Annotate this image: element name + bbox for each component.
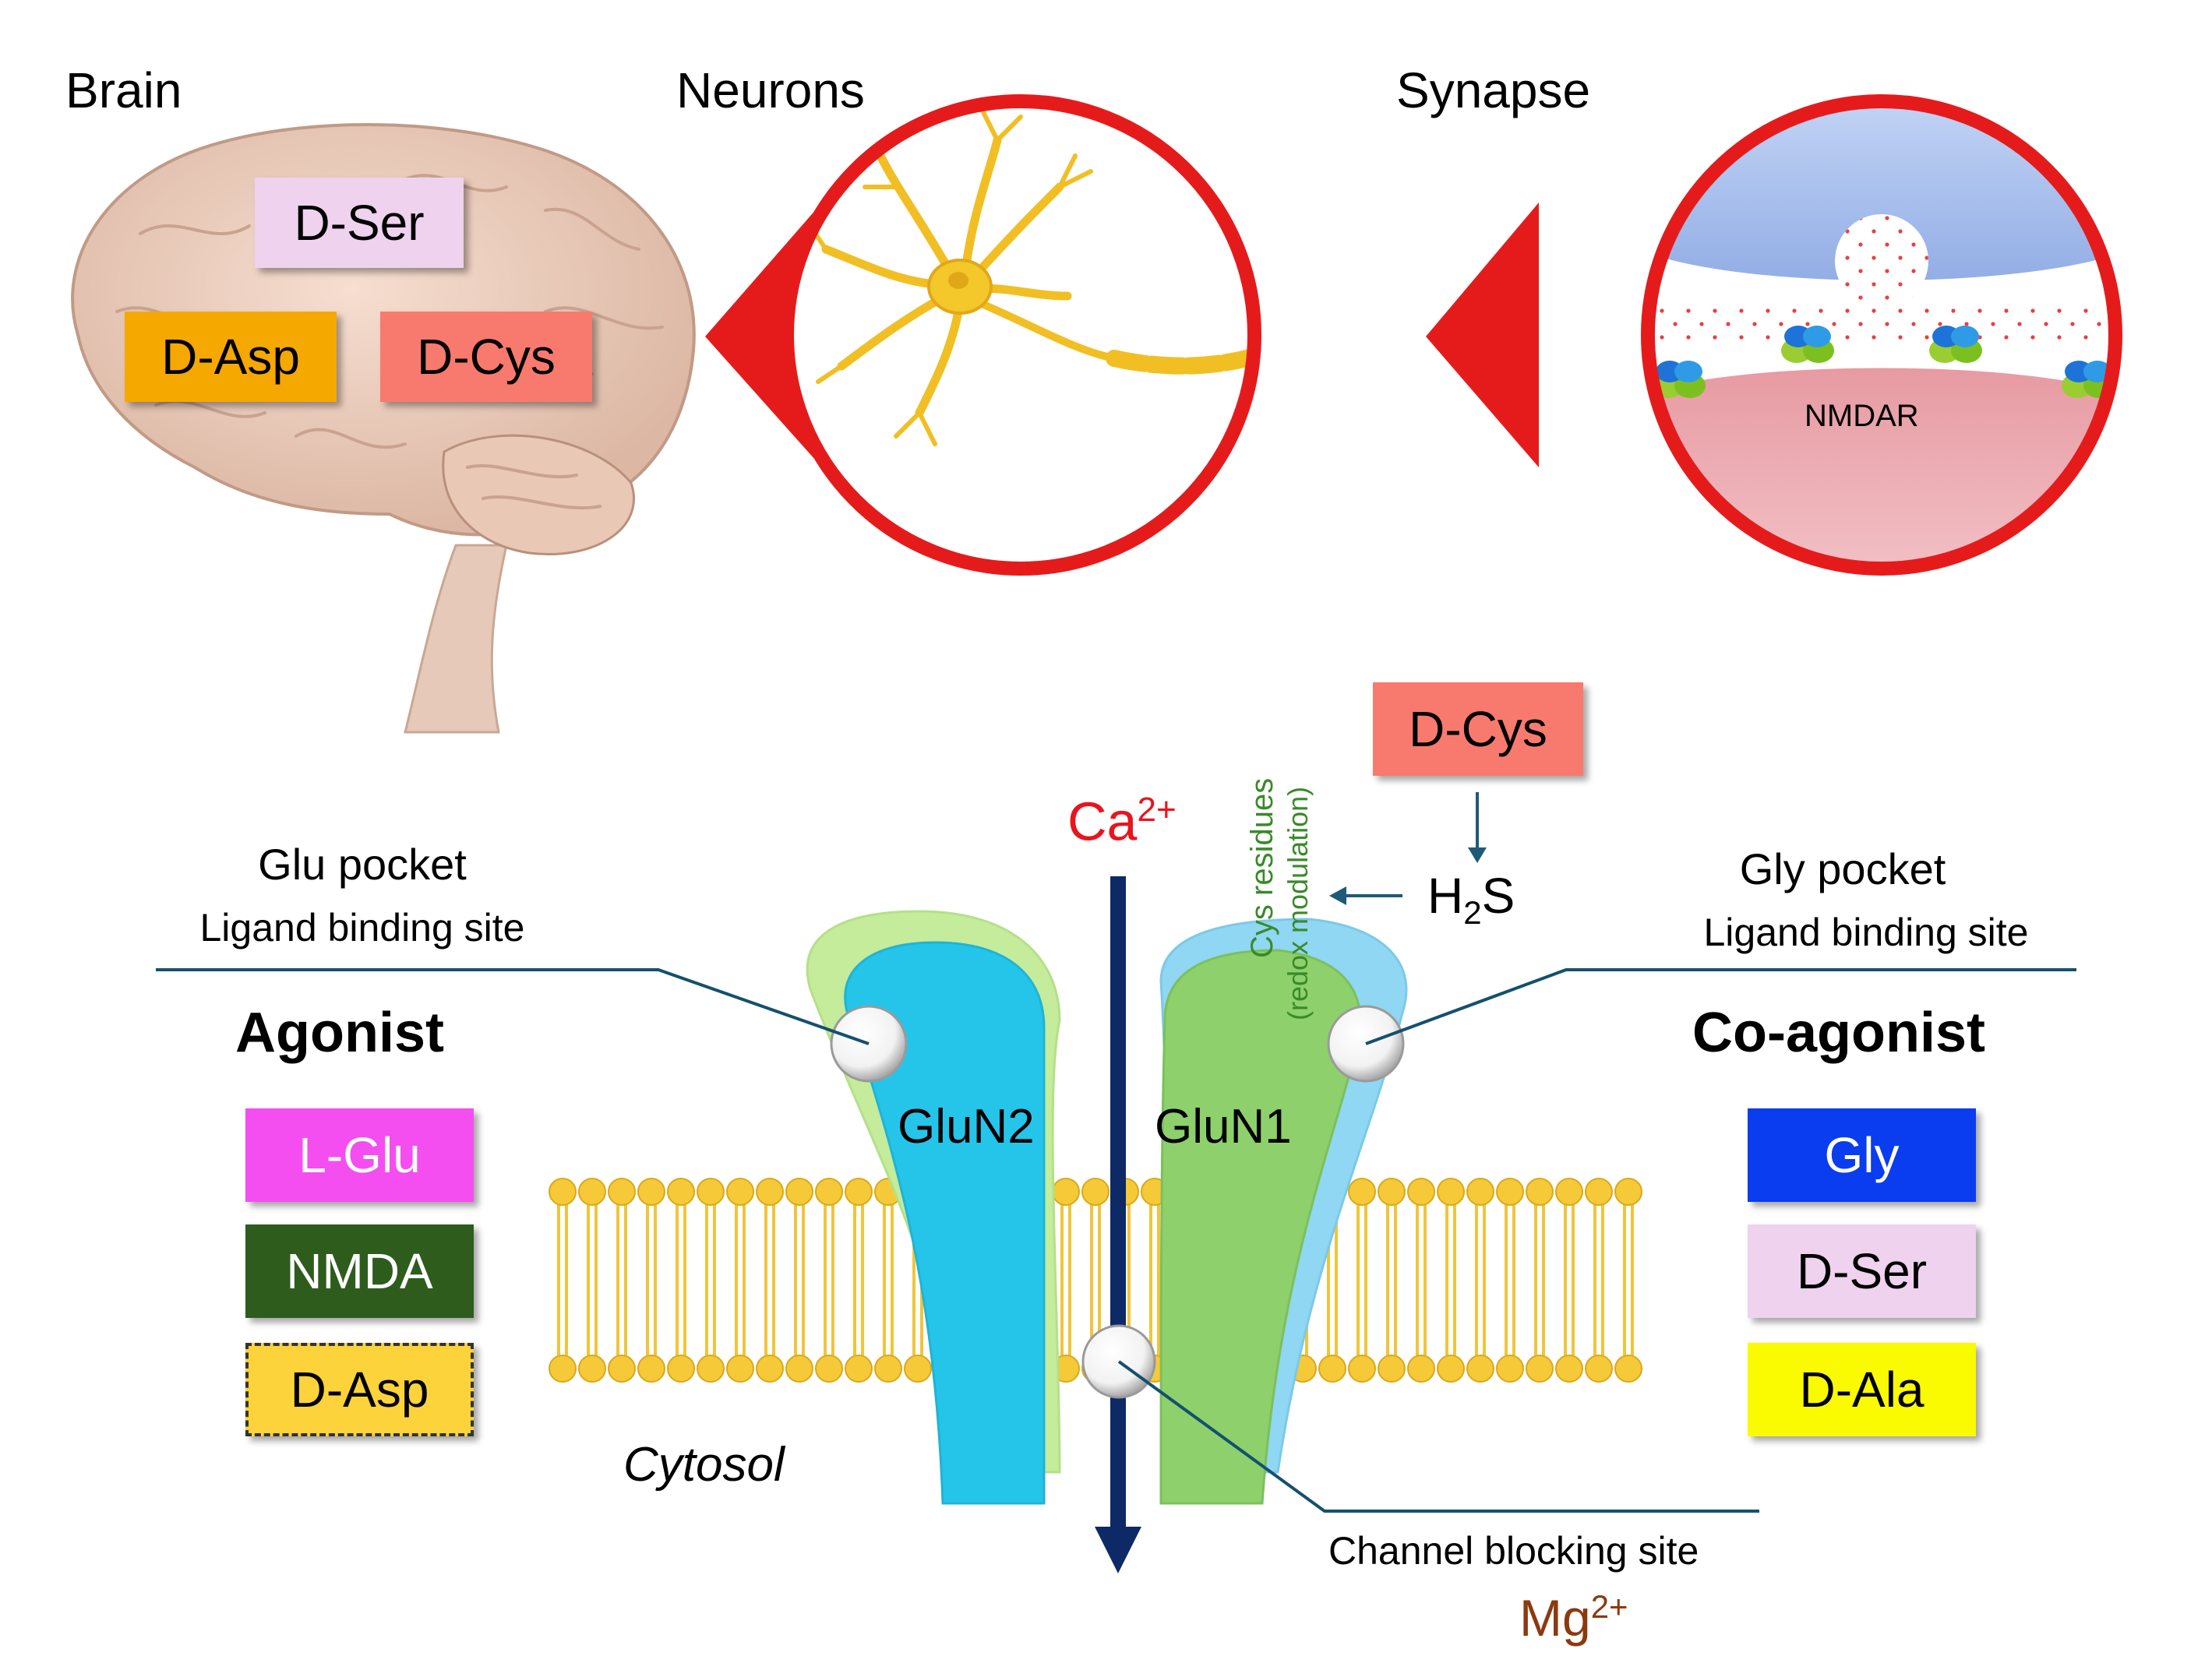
- agonist-item: D-Asp: [245, 1343, 474, 1436]
- synapse-title: Synapse: [1396, 62, 1591, 118]
- brain-label-dasp: D-Asp: [125, 312, 337, 402]
- dcys-to-h2s-arrow: [1468, 792, 1487, 863]
- synapse-circle: [1641, 94, 2122, 576]
- channel-block-leader: [1117, 1360, 1759, 1513]
- brain-label-dser: D-Ser: [255, 178, 464, 268]
- gly-pocket-leader: [1365, 968, 2076, 1045]
- zoom-arrow-synapse: [1426, 203, 1539, 467]
- magnesium-ion-label: Mg2+: [1519, 1588, 1628, 1647]
- h2s-to-cys-arrow: [1329, 886, 1402, 905]
- glun1-label: GluN1: [1155, 1100, 1292, 1154]
- receptor-label-dcys: D-Cys: [1373, 682, 1583, 776]
- coagonist-heading: Co-agonist: [1692, 1002, 1985, 1064]
- redox-modulation-label: (redox modulation): [1282, 786, 1314, 1020]
- gly-pocket-title: Gly pocket: [1739, 844, 1946, 893]
- agonist-heading: Agonist: [235, 1002, 444, 1064]
- glu-pocket-subtitle: Ligand binding site: [199, 906, 525, 950]
- brain-label-dcys: D-Cys: [380, 312, 592, 402]
- h2s-label: H2S: [1427, 868, 1515, 931]
- gly-pocket-subtitle: Ligand binding site: [1703, 911, 2029, 954]
- brain-title: Brain: [65, 62, 182, 118]
- calcium-flow-arrow: [1095, 876, 1141, 1573]
- neuron-circle: [780, 94, 1261, 576]
- channel-blocking-site-label: Channel blocking site: [1328, 1529, 1699, 1573]
- cys-residues-label: Cys residues: [1245, 777, 1279, 958]
- cytosol-label: Cytosol: [623, 1438, 785, 1492]
- coagonist-item: D-Ser: [1748, 1224, 1976, 1318]
- glun2-label: GluN2: [898, 1100, 1035, 1154]
- agonist-item: L-Glu: [245, 1108, 474, 1202]
- neurons-title: Neurons: [676, 62, 865, 118]
- coagonist-item: D-Ala: [1748, 1343, 1976, 1436]
- nmdar-label: NMDAR: [1805, 399, 1919, 433]
- glu-pocket-leader: [156, 968, 870, 1045]
- glun2-subunit: [806, 910, 1061, 1505]
- glu-pocket-title: Glu pocket: [258, 840, 467, 889]
- nmda-receptor-icons: [1653, 326, 2115, 398]
- coagonist-item: Gly: [1748, 1108, 1976, 1202]
- calcium-ion-label: Ca2+: [1067, 791, 1177, 852]
- agonist-item: NMDA: [245, 1224, 474, 1318]
